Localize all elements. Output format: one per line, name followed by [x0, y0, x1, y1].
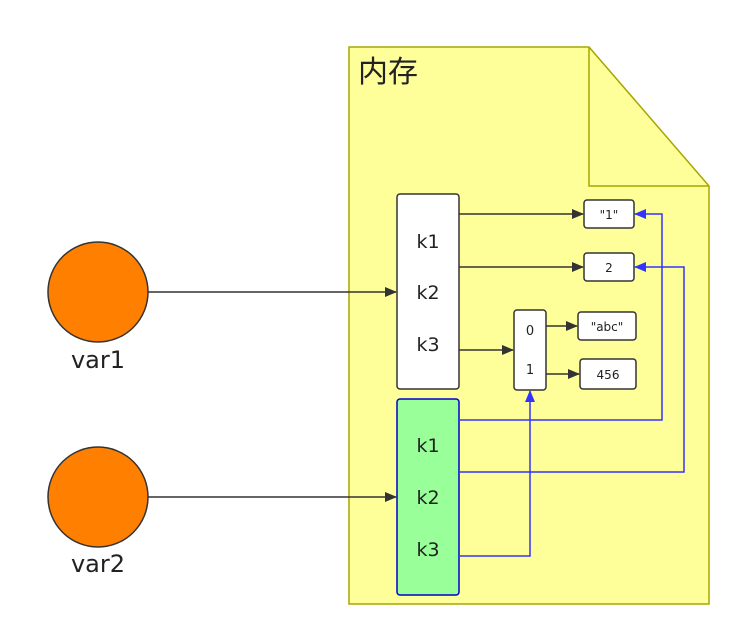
value-number-2: 2	[605, 261, 613, 275]
object2-box	[396, 398, 460, 596]
object2-key-k2: k2	[416, 487, 439, 509]
value-box-456	[579, 358, 637, 390]
array-box	[513, 309, 547, 391]
arrow-object2-k1-to-value-1	[459, 209, 663, 421]
var1-label: var1	[71, 346, 125, 374]
memory-label: 内存	[358, 55, 418, 90]
object2-key-k1: k1	[416, 435, 439, 457]
var2-circle	[47, 446, 149, 548]
value-box-abc	[577, 311, 637, 341]
value-abc: "abc"	[591, 320, 624, 334]
arrow-object2-k2-to-value-2	[459, 262, 685, 473]
var2-label: var2	[71, 550, 125, 578]
object1-key-k3: k3	[416, 334, 439, 356]
memory-fold-corner	[588, 47, 709, 187]
var1-circle	[47, 241, 149, 343]
value-string-1: "1"	[600, 208, 619, 222]
object1-key-k1: k1	[416, 231, 439, 253]
array-index-0: 0	[526, 324, 534, 339]
object2-key-k3: k3	[416, 539, 439, 561]
value-456: 456	[597, 368, 620, 382]
object1-key-k2: k2	[416, 282, 439, 304]
array-index-1: 1	[526, 363, 534, 378]
object1-box	[396, 193, 460, 390]
arrow-object2-k3-to-array	[459, 390, 535, 557]
